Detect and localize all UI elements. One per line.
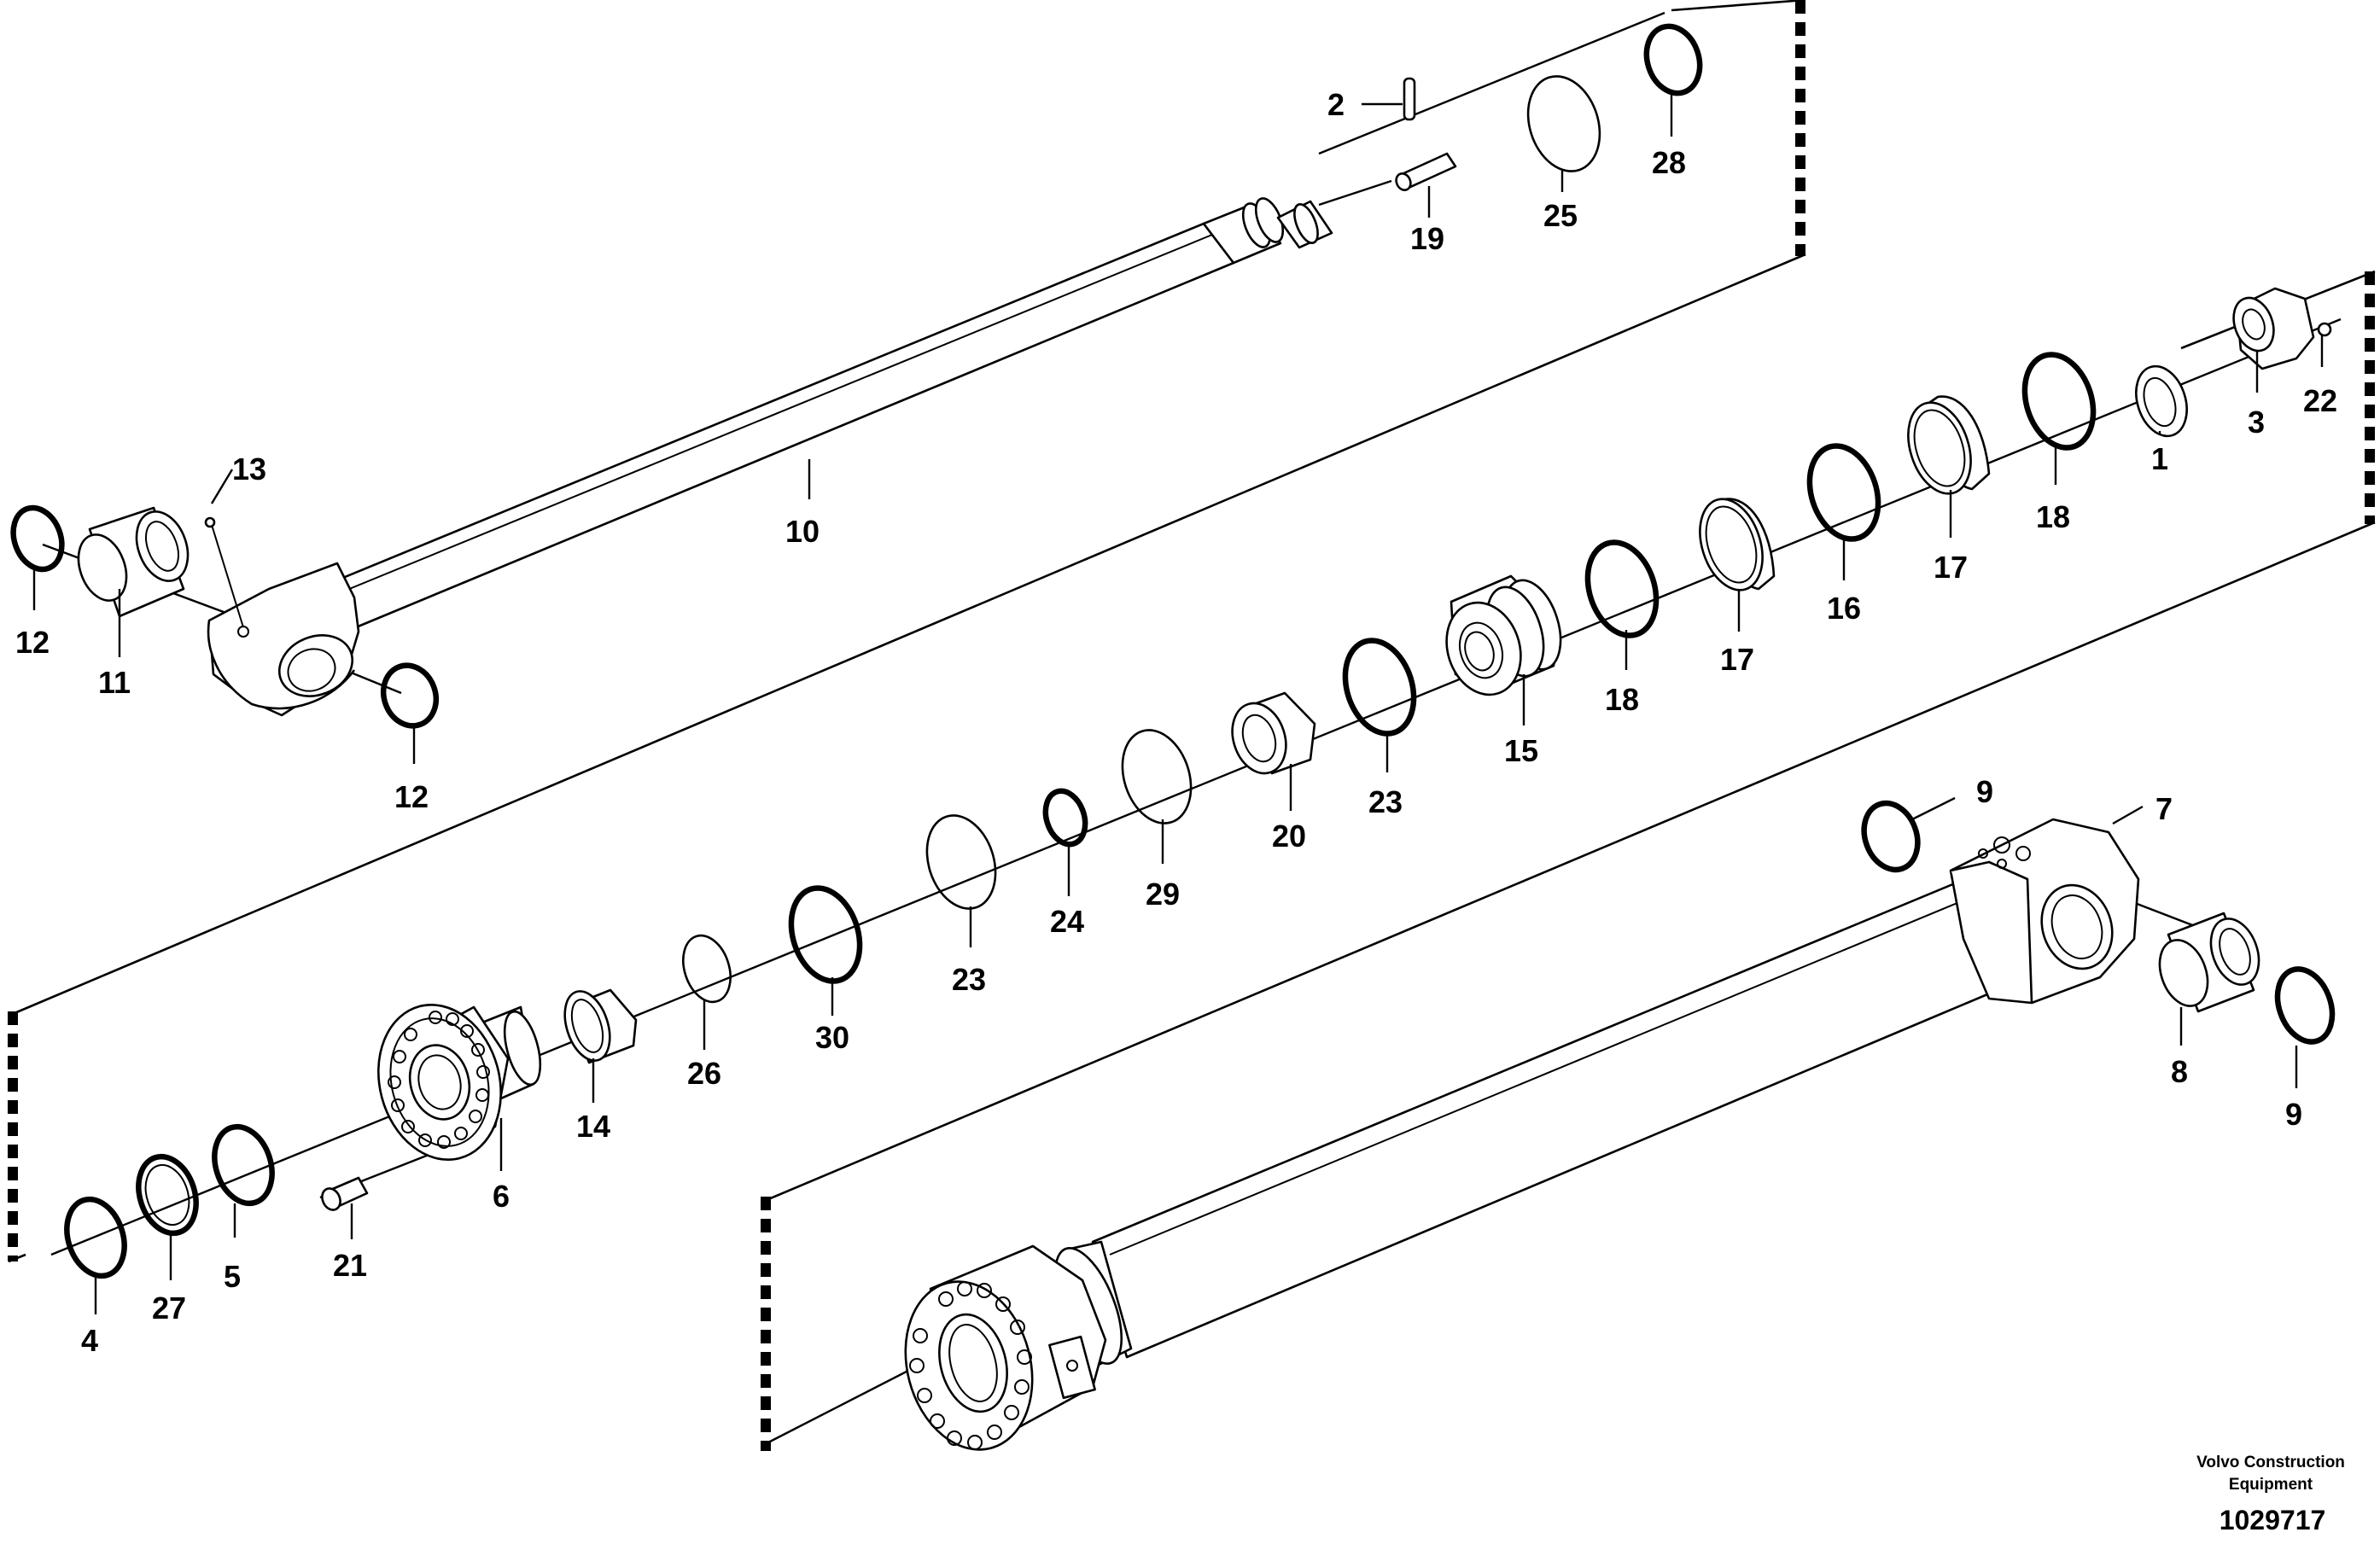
section-frame xyxy=(8,0,2376,1451)
callout-27: 27 xyxy=(152,1291,186,1326)
seal-ring-27 xyxy=(136,1153,199,1237)
set-screw-22 xyxy=(2317,322,2332,337)
callout-15: 15 xyxy=(1504,733,1538,768)
callout-12-left: 12 xyxy=(15,625,50,660)
seal-ring-18-lower xyxy=(1584,539,1660,638)
callout-9-upper: 9 xyxy=(1976,774,1993,809)
callout-17-lower: 17 xyxy=(1720,642,1754,677)
seal-ring-9-upper xyxy=(1861,800,1921,873)
callout-12-right: 12 xyxy=(394,779,429,814)
callout-18-upper: 18 xyxy=(2036,499,2070,534)
callout-7: 7 xyxy=(2155,791,2173,826)
callout-10: 10 xyxy=(785,514,820,549)
callout-18-lower: 18 xyxy=(1605,682,1639,717)
brand-line-1: Volvo Construction xyxy=(2196,1454,2345,1471)
head-port-holes xyxy=(1978,836,2031,869)
washer-1 xyxy=(2135,364,2188,438)
callout-28: 28 xyxy=(1652,145,1686,180)
seal-ring-9-lower xyxy=(2274,966,2336,1045)
piston-rod xyxy=(314,197,1333,633)
cylinder-head-6 xyxy=(377,1004,542,1161)
callout-11: 11 xyxy=(98,665,131,700)
seal-ring-12-left xyxy=(10,504,65,573)
tube-head-eye xyxy=(1949,818,2140,1005)
tube-bolt-holes xyxy=(909,1281,1032,1450)
callout-5: 5 xyxy=(224,1259,241,1294)
seal-ring-18-upper xyxy=(2021,352,2097,451)
seal-ring-23-lower xyxy=(925,814,997,910)
callout-20: 20 xyxy=(1272,819,1306,854)
nut-3 xyxy=(2232,287,2315,370)
pin-19 xyxy=(1395,152,1457,191)
callout-1: 1 xyxy=(2151,441,2168,476)
cylinder-tube xyxy=(1053,882,1999,1367)
seal-ring-28 xyxy=(1643,23,1703,96)
callout-29: 29 xyxy=(1146,877,1180,912)
rod-eye xyxy=(207,562,360,717)
grease-nipple-13 xyxy=(204,516,244,628)
callout-3: 3 xyxy=(2248,405,2265,440)
callout-19: 19 xyxy=(1410,221,1444,256)
callout-8: 8 xyxy=(2171,1054,2188,1089)
cushion-sleeve-20 xyxy=(1231,691,1316,775)
callout-6: 6 xyxy=(493,1179,510,1214)
tube-base-end xyxy=(904,1244,1107,1451)
seal-ring-23-upper xyxy=(1342,638,1417,737)
callout-2: 2 xyxy=(1327,87,1345,122)
callout-16: 16 xyxy=(1827,591,1861,626)
seal-ring-4 xyxy=(64,1196,127,1279)
title-block: Volvo Construction Equipment 1029717 xyxy=(2196,1454,2345,1535)
bushing-14 xyxy=(563,988,638,1064)
drawing-number: 1029717 xyxy=(2220,1505,2326,1535)
callout-14: 14 xyxy=(576,1109,610,1144)
head-bolt-holes xyxy=(388,1011,490,1149)
seal-ring-5 xyxy=(212,1123,275,1207)
callout-labels: 2 19 25 28 13 10 12 11 12 3 22 1 18 17 1… xyxy=(15,87,2337,1358)
seal-ring-24 xyxy=(1042,788,1088,848)
callout-23-upper: 23 xyxy=(1368,784,1403,819)
eye-bushing-8 xyxy=(2158,912,2260,1013)
seal-ring-16 xyxy=(1806,443,1881,542)
wear-ring-17-upper xyxy=(1907,395,1991,495)
callout-26: 26 xyxy=(687,1056,721,1091)
callout-25: 25 xyxy=(1543,198,1578,233)
callout-30: 30 xyxy=(815,1020,849,1055)
callout-22: 22 xyxy=(2303,383,2337,418)
eye-bushing-11 xyxy=(77,506,190,618)
port-block xyxy=(1048,1335,1096,1400)
ring-26 xyxy=(682,934,732,1004)
callout-4: 4 xyxy=(81,1323,98,1358)
brand-line-2: Equipment xyxy=(2229,1476,2313,1494)
callout-13: 13 xyxy=(232,452,266,487)
seal-ring-12-right xyxy=(380,662,440,729)
callout-9-lower: 9 xyxy=(2285,1097,2302,1132)
piston-15 xyxy=(1445,574,1562,696)
callout-21: 21 xyxy=(333,1248,367,1283)
wear-ring-17-lower xyxy=(1699,498,1776,591)
seal-ring-30 xyxy=(788,885,863,984)
shim-25 xyxy=(1526,75,1601,172)
seal-ring-29 xyxy=(1121,729,1193,824)
callout-23-lower: 23 xyxy=(952,962,986,997)
callout-17-upper: 17 xyxy=(1934,550,1968,585)
leader-lines xyxy=(32,94,2324,1314)
callout-24: 24 xyxy=(1050,904,1084,939)
pin-2 xyxy=(1403,77,1416,121)
socket-bolt-21 xyxy=(321,1176,369,1211)
